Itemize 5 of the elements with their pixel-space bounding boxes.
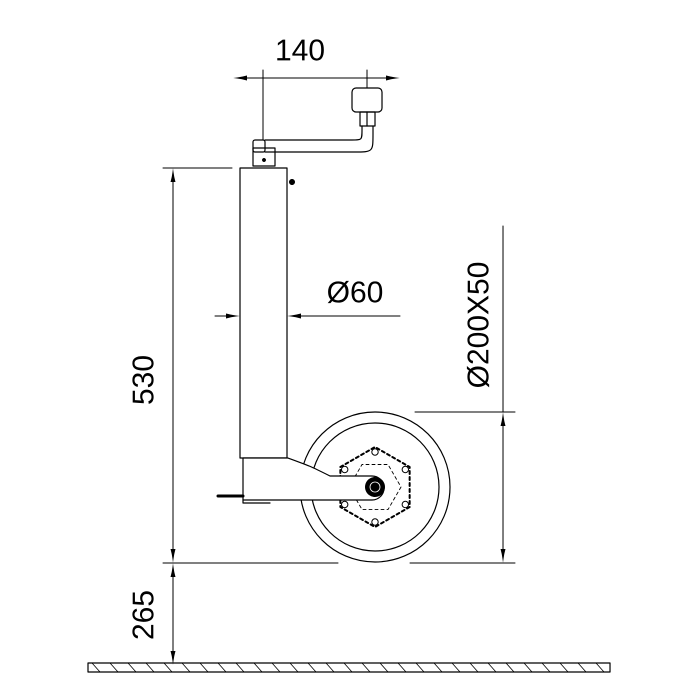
dimension-label: 530 bbox=[132, 356, 154, 404]
dimension-label: Ø60 bbox=[328, 280, 382, 304]
dimension-label: 140 bbox=[277, 39, 324, 61]
dimension-label: 265 bbox=[132, 591, 154, 639]
dimension-label: Ø200X50 bbox=[466, 262, 490, 388]
